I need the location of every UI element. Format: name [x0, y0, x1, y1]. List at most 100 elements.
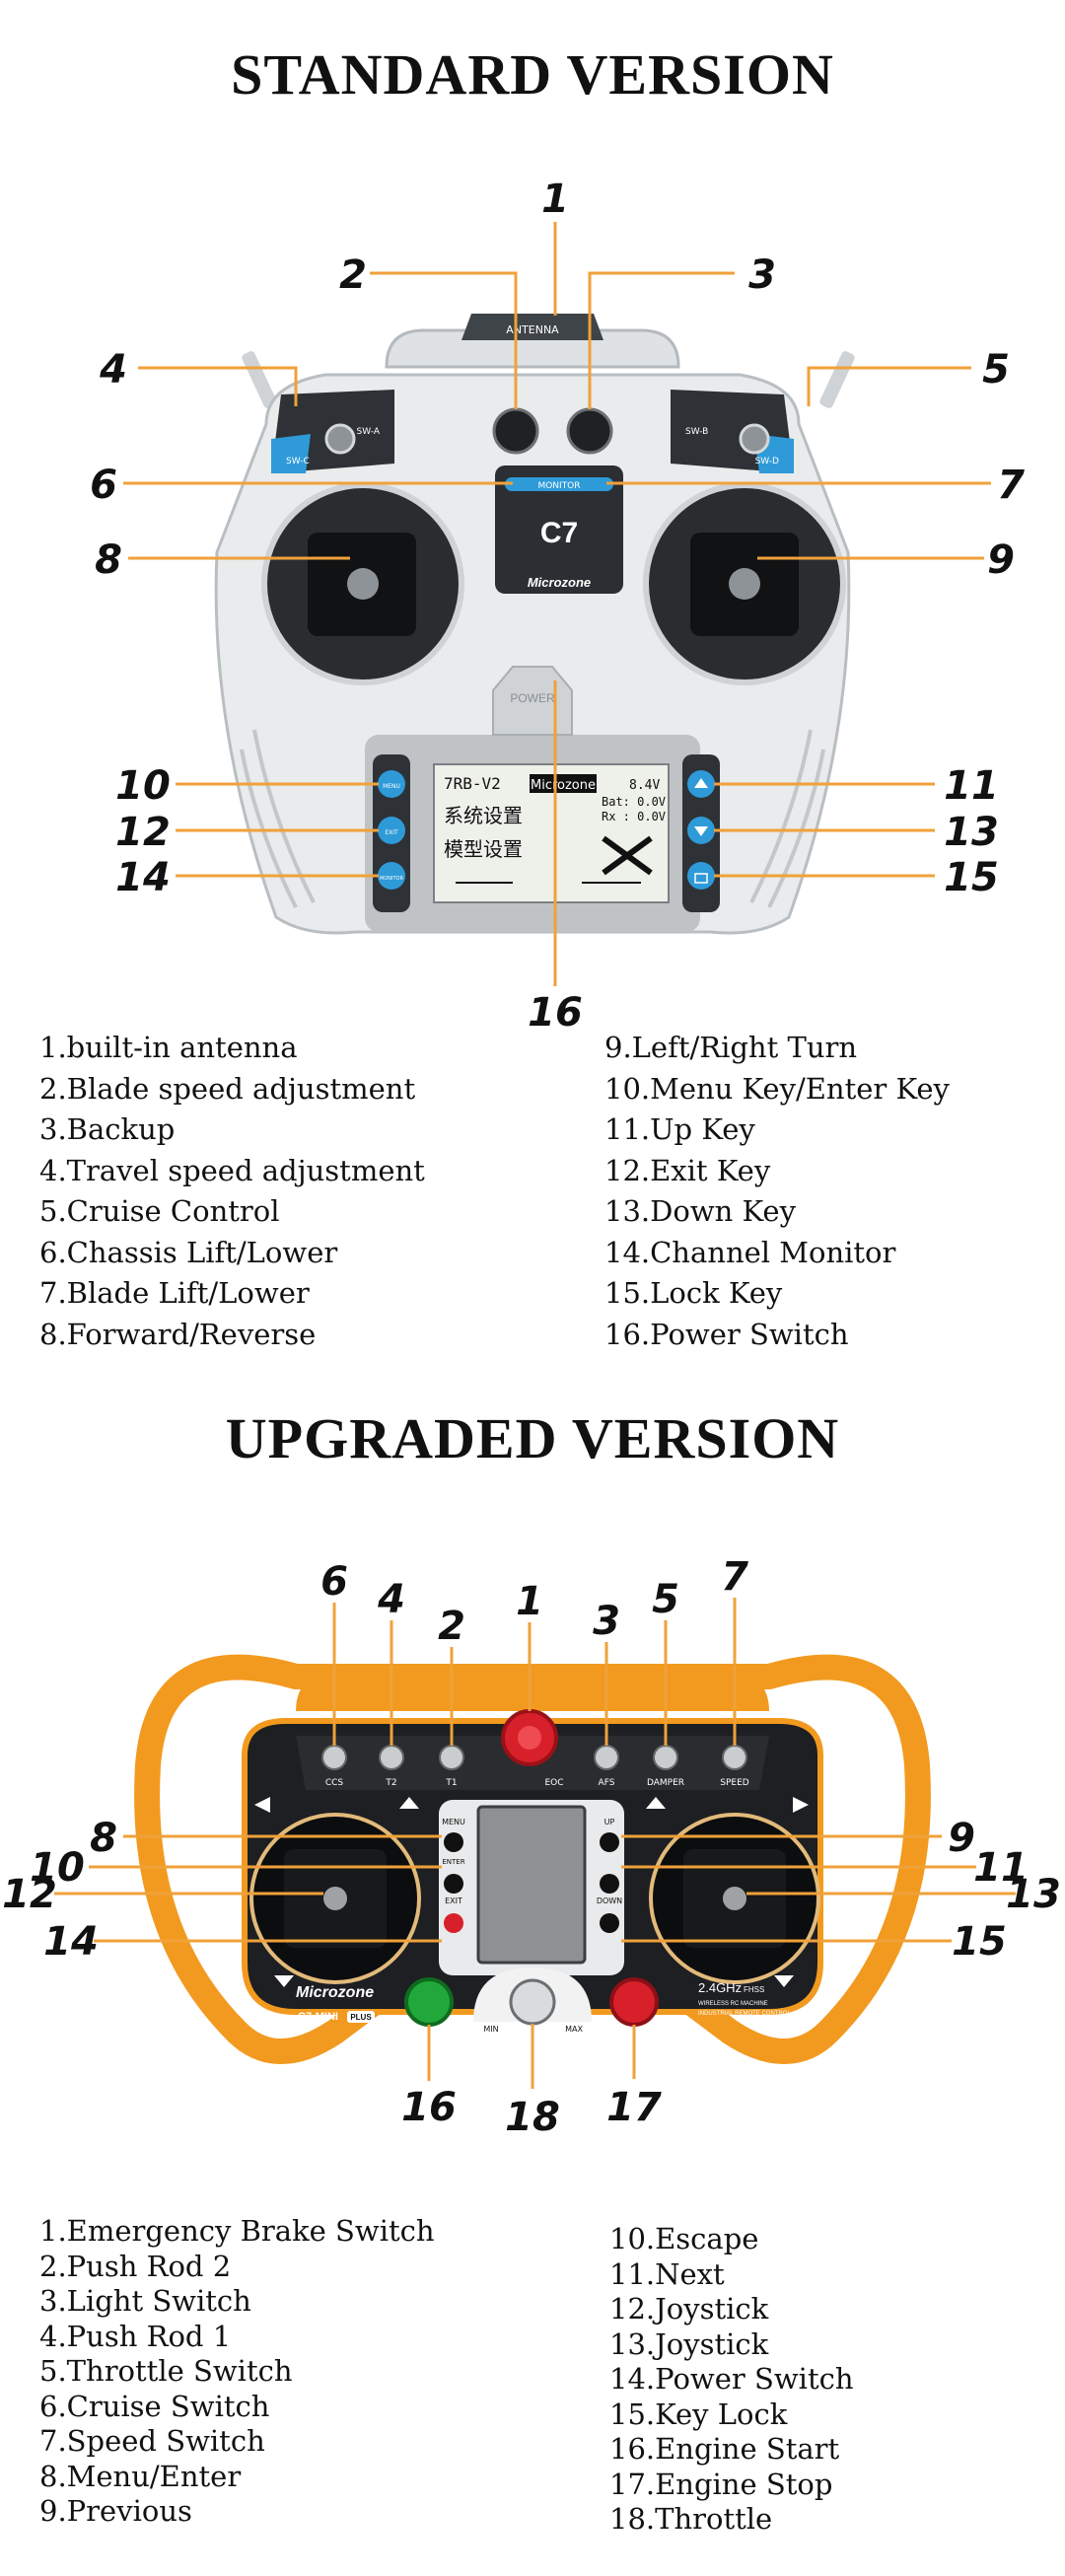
channel-monitor-key[interactable] — [378, 862, 405, 890]
down-label: DOWN — [597, 1896, 622, 1905]
throttle-knob[interactable] — [509, 1978, 556, 2026]
standard-legend-right: 9.Left/Right Turn 10.Menu Key/Enter Key … — [604, 1028, 950, 1355]
callout-4: 4 — [99, 347, 127, 393]
right-joystick[interactable] — [729, 568, 760, 600]
callout-10: 10 — [30, 1845, 85, 1891]
callout-9: 9 — [987, 537, 1015, 583]
lcd-voltage: 8.4V — [629, 778, 660, 793]
upgraded-version-title: UPGRADED VERSION — [225, 1406, 840, 1470]
upgraded-brand: Microzone — [296, 1984, 374, 2001]
callout-1: 1 — [541, 177, 569, 222]
callout-18: 18 — [505, 2095, 560, 2140]
callout-4: 4 — [377, 1577, 405, 1622]
standard-legend-left: 1.built-in antenna 2.Blade speed adjustm… — [39, 1028, 425, 1355]
callout-14: 14 — [43, 1919, 99, 1965]
legend-item: 9.Previous — [39, 2494, 192, 2528]
push-rod-2-switch[interactable] — [439, 1745, 464, 1770]
damper-label: DAMPER — [647, 1778, 684, 1788]
brand-label: Microzone — [528, 575, 591, 590]
upgraded-remote-diagram: CCS T2 T1 EOC AFS DAMPER SPEED MENU ENTE… — [2, 1554, 1061, 2140]
right-arrow-icon — [793, 1797, 809, 1813]
model-label: C7 — [540, 517, 578, 549]
right-antenna — [819, 351, 855, 408]
callout-8: 8 — [90, 1816, 117, 1861]
callout-12: 12 — [115, 810, 171, 855]
speed-switch[interactable] — [722, 1745, 747, 1770]
upgraded-callouts: 1 2 3 4 5 6 7 8 9 10 11 12 13 14 15 16 1… — [2, 1554, 1061, 2140]
legend-item: 15.Lock Key — [604, 1276, 783, 1310]
menu-enter-button[interactable] — [444, 1832, 463, 1852]
engine-start-button[interactable] — [404, 1977, 454, 2027]
callout-8: 8 — [95, 537, 122, 583]
lcd-brand: Microzone — [531, 778, 596, 793]
legend-item: 13.Joystick — [609, 2326, 769, 2361]
callout-3: 3 — [593, 1599, 620, 1644]
lock-key[interactable] — [687, 862, 715, 890]
standard-leader-lines — [123, 222, 991, 986]
power-switch[interactable] — [492, 666, 573, 736]
callout-16: 16 — [401, 2085, 457, 2130]
monitor-label: MONITOR — [537, 481, 580, 491]
callout-6: 6 — [320, 1559, 348, 1605]
legend-item: 7.Blade Lift/Lower — [39, 1276, 310, 1310]
lock-icon — [694, 873, 708, 884]
callout-2: 2 — [339, 252, 367, 298]
legend-item: 1.Emergency Brake Switch — [39, 2214, 435, 2248]
next-button[interactable] — [600, 1874, 619, 1894]
callout-7: 7 — [997, 463, 1025, 508]
left-joystick-12[interactable] — [323, 1887, 347, 1910]
escape-button[interactable] — [444, 1874, 463, 1894]
legend-item: 8.Forward/Reverse — [39, 1317, 317, 1351]
legend-item: 13.Down Key — [604, 1194, 796, 1228]
legend-item: 14.Channel Monitor — [604, 1235, 896, 1269]
ccs-label: CCS — [325, 1778, 344, 1788]
power-switch-button[interactable] — [444, 1913, 463, 1933]
throttle-switch[interactable] — [653, 1745, 678, 1770]
legend-item: 14.Power Switch — [609, 2362, 854, 2396]
menu-key[interactable] — [378, 770, 405, 798]
legend-item: 5.Throttle Switch — [39, 2354, 293, 2388]
down-arrow-icon — [274, 1975, 294, 1987]
up-arrow-icon — [399, 1797, 419, 1809]
left-arrow-icon — [254, 1797, 270, 1813]
knob-3[interactable] — [566, 407, 613, 455]
legend-item: 4.Push Rod 1 — [39, 2319, 232, 2353]
callout-14: 14 — [115, 855, 171, 900]
legend-item: 2.Blade speed adjustment — [39, 1071, 416, 1106]
freq-label: 2.4GHz — [698, 1980, 742, 1995]
upgraded-legend-right: 10.Escape 11.Next 12.Joystick 13.Joystic… — [609, 2222, 854, 2538]
standard-callouts: 1 2 3 4 5 6 7 8 9 10 11 12 13 14 15 16 — [90, 177, 1025, 1036]
push-rod-1-switch[interactable] — [379, 1745, 404, 1770]
legend-item: 18.Throttle — [609, 2502, 773, 2536]
lcd-model: 7RB-V2 — [444, 774, 501, 793]
callout-2: 2 — [438, 1604, 465, 1649]
exit-key[interactable] — [378, 817, 405, 844]
previous-button[interactable] — [600, 1832, 619, 1852]
freq-badge: FHSS — [744, 1985, 764, 1994]
cruise-switch[interactable] — [321, 1745, 347, 1770]
menu-key-label: MENU — [383, 783, 400, 790]
key-lock-button[interactable] — [600, 1913, 619, 1933]
down-arrow-icon — [774, 1975, 794, 1987]
light-switch[interactable] — [594, 1745, 619, 1770]
up-arrow-icon — [646, 1797, 666, 1809]
t1-label: T1 — [445, 1778, 457, 1788]
engine-stop-button[interactable] — [609, 1977, 659, 2027]
exit-key-label: EXIT — [385, 829, 398, 836]
legend-item: 12.Exit Key — [604, 1153, 771, 1187]
antenna-badge — [462, 314, 604, 340]
left-joystick[interactable] — [347, 568, 379, 600]
upgraded-model: C7-MINI — [298, 2011, 338, 2023]
right-joystick-13[interactable] — [723, 1887, 746, 1910]
monitor-key-label: MONITOR — [380, 876, 403, 882]
callout-11: 11 — [944, 763, 999, 809]
legend-item: 12.Joystick — [609, 2292, 769, 2326]
standard-remote-diagram: ANTENNA SW-C SW-D SW-A SW-B MONITOR C7 M… — [90, 177, 1025, 1036]
knob-2[interactable] — [492, 407, 539, 455]
switch-4-toggle[interactable] — [324, 423, 356, 455]
legend-item: 4.Travel speed adjustment — [39, 1153, 425, 1187]
monitor-display — [495, 465, 623, 594]
switch-5-toggle[interactable] — [739, 423, 770, 455]
sw-c-label: SW-C — [286, 457, 310, 466]
callout-11: 11 — [973, 1845, 1029, 1891]
